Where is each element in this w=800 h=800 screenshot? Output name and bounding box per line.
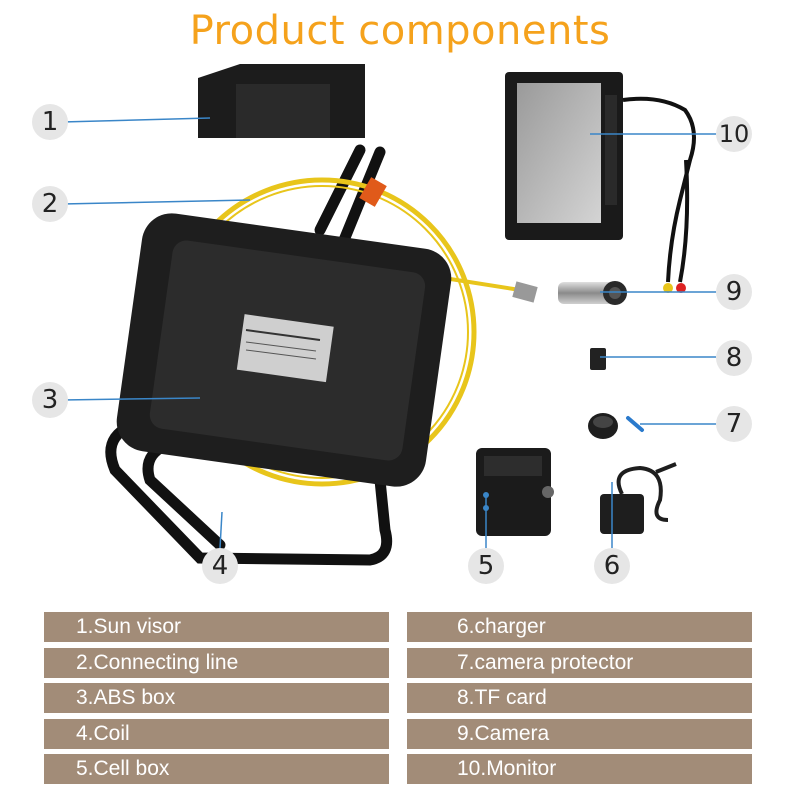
cell-box-image (476, 448, 554, 536)
leader-lines (61, 117, 716, 549)
callout-6: 6 (594, 548, 630, 584)
callout-10: 10 (716, 116, 752, 152)
camera-image (558, 281, 627, 305)
callout-5: 5 (468, 548, 504, 584)
page-title: Product components (189, 8, 611, 54)
component-label: 4.Coil (44, 718, 389, 749)
callout-1: 1 (32, 104, 68, 140)
callout-3: 3 (32, 382, 68, 418)
callout-9: 9 (716, 274, 752, 310)
component-label: 3.ABS box (44, 683, 389, 713)
monitor-image (505, 72, 696, 293)
callout-2: 2 (32, 186, 68, 222)
camera-protector-image (588, 413, 644, 439)
charger-image (600, 462, 677, 534)
callout-8: 8 (716, 340, 752, 376)
callout-4: 4 (202, 548, 238, 584)
component-label: 7.camera protector (407, 647, 752, 678)
component-label: 2.Connecting line (44, 647, 389, 678)
callout-7: 7 (716, 406, 752, 442)
component-label: 10.Monitor (407, 754, 752, 784)
component-label: 8.TF card (407, 683, 752, 713)
component-list-right: 6.charger 7.camera protector 8.TF card 9… (407, 612, 752, 790)
tf-card-image (590, 348, 606, 370)
component-label: 6.charger (407, 612, 752, 642)
component-label: 1.Sun visor (44, 612, 389, 642)
product-illustration (61, 64, 716, 566)
component-list-left: 1.Sun visor 2.Connecting line 3.ABS box … (44, 612, 389, 790)
component-label: 5.Cell box (44, 754, 389, 784)
component-label: 9.Camera (407, 718, 752, 749)
sun-visor-image (198, 64, 365, 138)
abs-box-image (116, 213, 452, 487)
